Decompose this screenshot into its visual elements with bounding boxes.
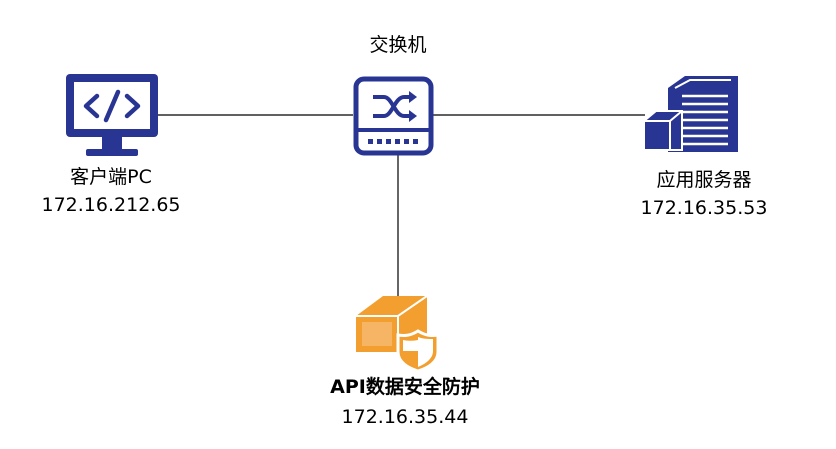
network-switch-icon <box>353 76 434 156</box>
firewall-ip-label: 172.16.35.44 <box>341 406 469 428</box>
server-ip-label: 172.16.35.53 <box>640 197 768 219</box>
security-box-shield-icon <box>356 295 440 373</box>
server-name-label: 应用服务器 <box>656 169 752 191</box>
client-ip-label: 172.16.212.65 <box>41 194 181 216</box>
firewall-name-label: API数据安全防护 <box>330 376 480 398</box>
client-name-label: 客户端PC <box>70 166 152 188</box>
switch-label: 交换机 <box>369 34 427 56</box>
server-icon <box>643 76 738 152</box>
code-monitor-icon <box>66 74 158 156</box>
